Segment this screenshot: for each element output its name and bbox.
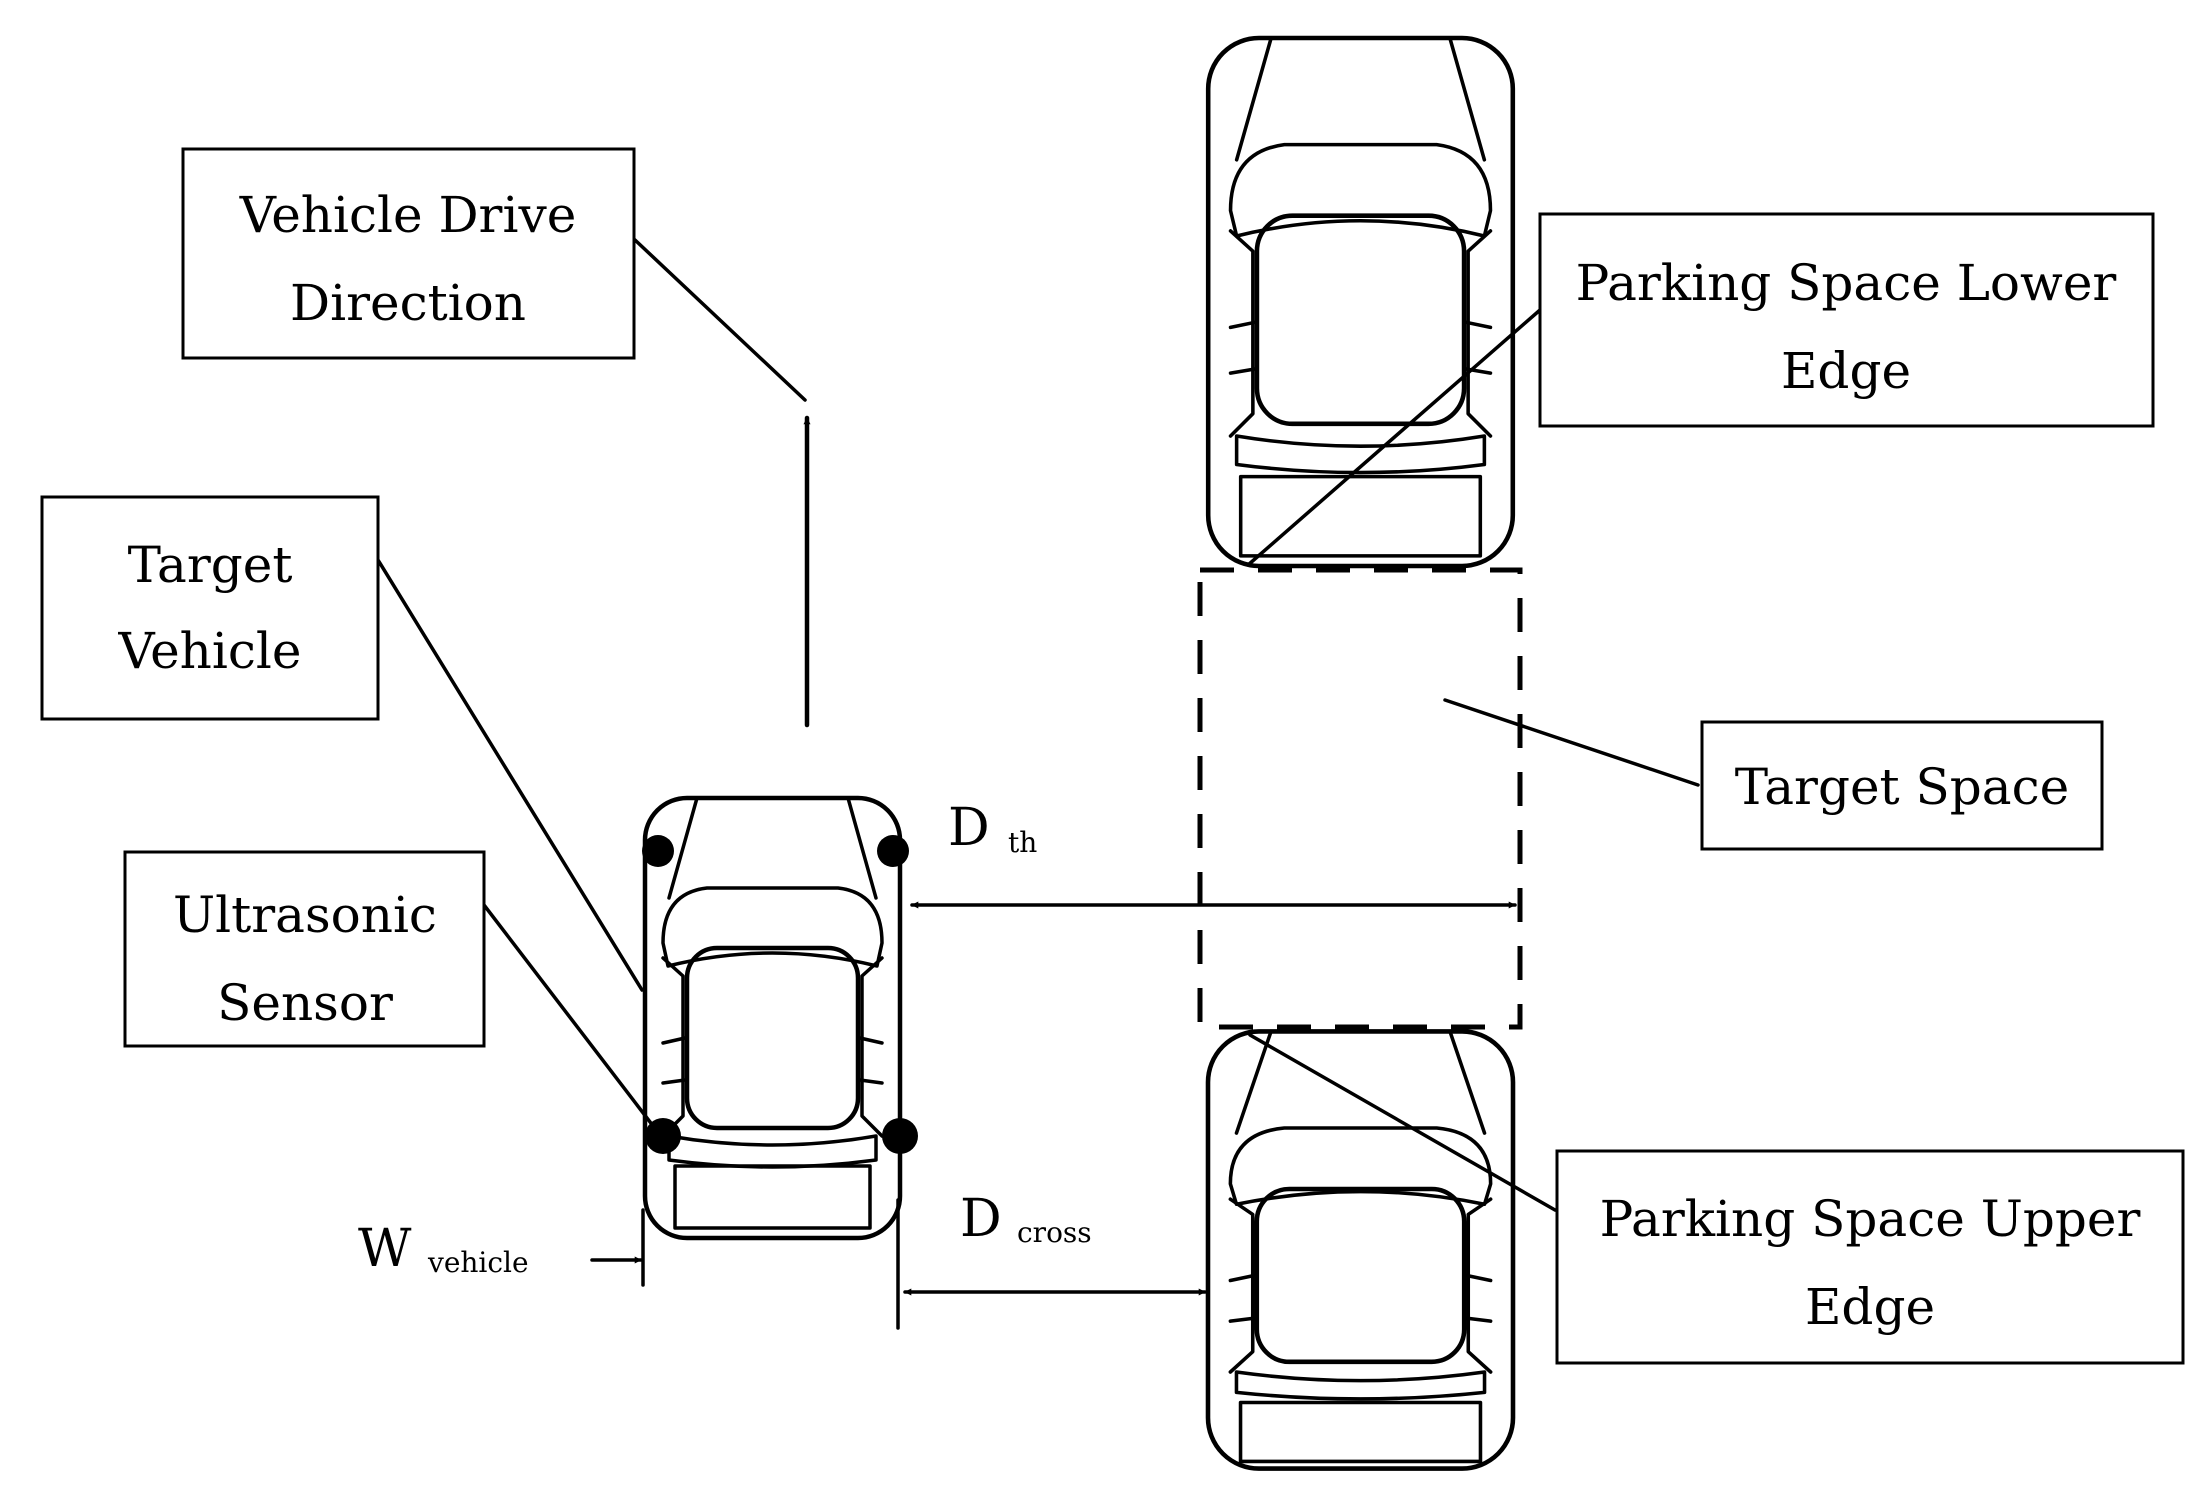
label-ultrasonic-sensor: Ultrasonic Sensor: [123, 850, 486, 1048]
label-parking-space-upper-edge: Parking Space Upper Edge: [1555, 1149, 2185, 1365]
sensor-front-right: [877, 835, 909, 867]
upper-edge-line2: Edge: [1805, 1278, 1935, 1336]
target-vehicle-line2: Vehicle: [118, 622, 302, 680]
leader-upper-edge: [1248, 1033, 1557, 1212]
parked-car-lower: [1205, 1029, 1516, 1471]
lower-edge-line1: Parking Space Lower: [1576, 254, 2117, 312]
leader-ultrasonic: [482, 903, 662, 1137]
w-vehicle-sub: vehicle: [427, 1246, 529, 1279]
label-target-space: Target Space: [1700, 720, 2104, 851]
target-vehicle-car: [642, 795, 903, 1241]
target-space-text: Target Space: [1735, 758, 2069, 816]
d-cross-label: D cross: [960, 1189, 1092, 1249]
lower-edge-line2: Edge: [1781, 342, 1911, 400]
sensor-rear-right: [882, 1118, 918, 1154]
upper-edge-line1: Parking Space Upper: [1600, 1190, 2141, 1248]
ultrasonic-line1: Ultrasonic: [173, 886, 437, 944]
leader-drive-direction: [633, 238, 807, 402]
w-vehicle-label: W vehicle: [358, 1219, 529, 1279]
target-vehicle-line1: Target: [128, 536, 293, 594]
leader-target-space: [1443, 698, 1700, 787]
leader-target-vehicle: [376, 558, 644, 992]
parked-car-upper: [1205, 35, 1516, 569]
leader-lower-edge: [1246, 308, 1542, 567]
label-vehicle-drive-direction: Vehicle Drive Direction: [181, 147, 636, 360]
label-parking-space-lower-edge: Parking Space Lower Edge: [1538, 212, 2155, 428]
d-th-sub: th: [1008, 826, 1037, 859]
w-vehicle-main: W: [358, 1219, 412, 1279]
label-target-vehicle: Target Vehicle: [40, 495, 380, 721]
drive-direction-line1: Vehicle Drive: [239, 186, 577, 244]
sensor-front-left: [642, 835, 674, 867]
d-cross-main: D: [960, 1189, 1002, 1249]
ultrasonic-line2: Sensor: [217, 974, 393, 1032]
d-th-main: D: [948, 798, 990, 858]
drive-direction-line2: Direction: [290, 274, 526, 332]
target-space-rect: [1197, 567, 1523, 1030]
d-cross-sub: cross: [1017, 1216, 1092, 1249]
d-th-label: D th: [948, 798, 1037, 859]
